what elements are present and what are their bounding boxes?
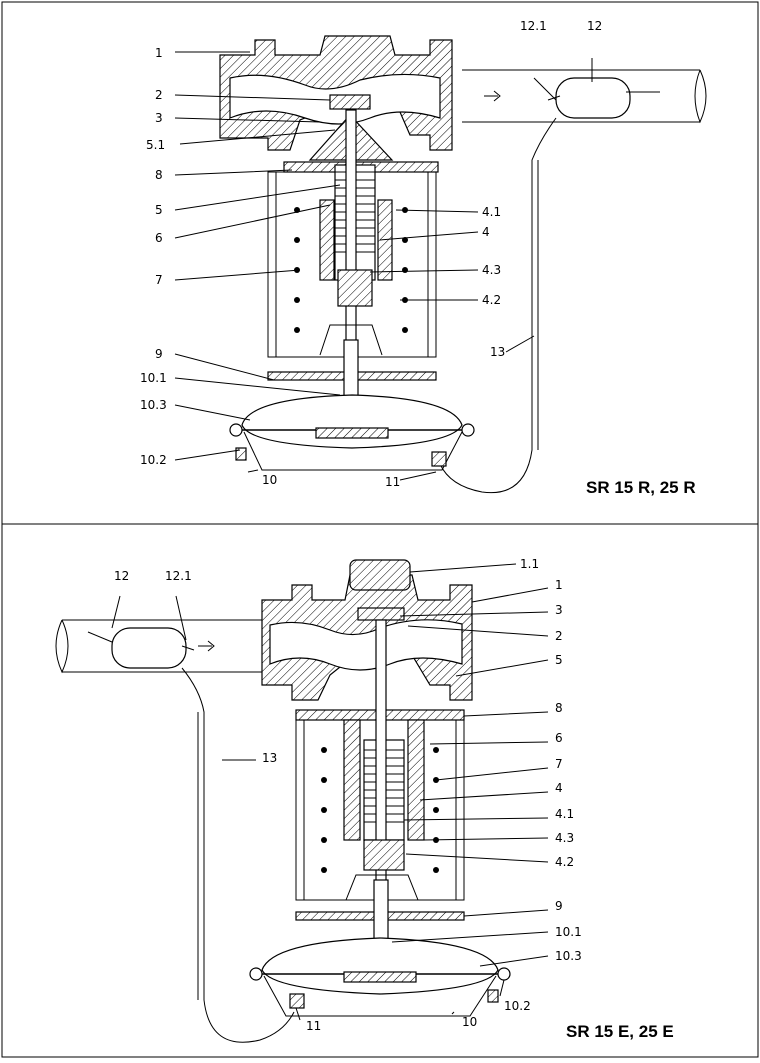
label-r-18: 13 xyxy=(490,345,505,359)
label-r-9: 10.1 xyxy=(140,371,167,385)
title-r: SR 15 R, 25 R xyxy=(586,478,696,497)
bonnet-cap-e xyxy=(349,559,411,591)
label-r-15: 4 xyxy=(482,225,490,239)
label-r-3: 5.1 xyxy=(146,138,165,152)
leader-lines-e xyxy=(111,563,549,1021)
sensor-fittings-e xyxy=(87,631,195,651)
coupling-e xyxy=(363,839,405,871)
flow-arrow-r xyxy=(484,90,501,102)
label-r-14: 4.1 xyxy=(482,205,501,219)
pipe-end-e xyxy=(55,619,69,674)
vent-10-2-e xyxy=(487,989,499,1003)
valve-passage-e xyxy=(269,619,463,671)
clamp-right-e xyxy=(497,967,511,981)
label-r-7: 7 xyxy=(155,273,163,287)
label-e-10: 4.3 xyxy=(555,831,574,845)
title-e: SR 15 E, 25 E xyxy=(566,1022,674,1041)
label-e-20: 13 xyxy=(262,751,277,765)
label-e-15: 10.2 xyxy=(504,999,531,1013)
valve-drawing-r: 1 2 3 5.1 8 5 6 7 9 10.1 10.3 10.2 10 11… xyxy=(140,19,707,497)
housing-tierods-e xyxy=(303,720,457,900)
leader-lines-r xyxy=(174,51,593,481)
label-e-4: 5 xyxy=(555,653,563,667)
label-r-20: 12 xyxy=(587,19,602,33)
label-r-10: 10.3 xyxy=(140,398,167,412)
pipe-r xyxy=(462,69,700,123)
label-e-14: 10.3 xyxy=(555,949,582,963)
clamp-right-r xyxy=(461,423,475,437)
sensor-12-r xyxy=(555,77,631,119)
spring-plate-e xyxy=(345,874,419,901)
flow-arrow-e xyxy=(198,640,215,652)
actuator-lower-case-e xyxy=(263,975,497,1017)
label-e-7: 7 xyxy=(555,757,563,771)
label-e-17: 11 xyxy=(306,1019,321,1033)
spring-plate-r xyxy=(319,324,383,356)
label-e-8: 4 xyxy=(555,781,563,795)
diaphragm-plate-r xyxy=(315,427,389,439)
label-e-6: 6 xyxy=(555,731,563,745)
label-e-16: 10 xyxy=(462,1015,477,1029)
impulse-line-13-r xyxy=(439,117,557,494)
clamp-left-e xyxy=(249,967,263,981)
label-e-13: 10.1 xyxy=(555,925,582,939)
housing-tierods-r xyxy=(275,172,429,357)
label-e-11: 4.2 xyxy=(555,855,574,869)
label-e-3: 2 xyxy=(555,629,563,643)
pipe-end-r xyxy=(694,69,707,124)
connector-11-r xyxy=(431,451,447,467)
label-r-16: 4.3 xyxy=(482,263,501,277)
label-e-5: 8 xyxy=(555,701,563,715)
valve-plug-r xyxy=(329,94,371,110)
label-r-2: 3 xyxy=(155,111,163,125)
label-r-0: 1 xyxy=(155,46,163,60)
label-r-4: 8 xyxy=(155,168,163,182)
label-e-1: 1 xyxy=(555,578,563,592)
label-r-19: 12.1 xyxy=(520,19,547,33)
impulse-line-13-e xyxy=(181,667,295,1043)
valve-drawing-e: 1.1 1 3 2 5 8 6 7 4 4.1 4.3 4.2 9 10.1 1… xyxy=(55,557,674,1043)
label-r-11: 10.2 xyxy=(140,453,167,467)
label-r-8: 9 xyxy=(155,347,163,361)
diaphragm-plate-e xyxy=(343,971,417,983)
diaphragm-e xyxy=(261,937,499,995)
diaphragm-r xyxy=(241,394,463,449)
label-r-13: 11 xyxy=(385,475,400,489)
label-r-1: 2 xyxy=(155,88,163,102)
label-r-6: 6 xyxy=(155,231,163,245)
label-r-17: 4.2 xyxy=(482,293,501,307)
label-e-12: 9 xyxy=(555,899,563,913)
vent-10-2-r xyxy=(235,447,247,461)
guide-right-e xyxy=(407,719,425,841)
sensor-12-e xyxy=(111,627,187,669)
connector-11-e xyxy=(289,993,305,1009)
clamp-left-r xyxy=(229,423,243,437)
pipe-e xyxy=(62,619,262,673)
guide-left-e xyxy=(343,719,361,841)
label-e-9: 4.1 xyxy=(555,807,574,821)
coupling-r xyxy=(337,269,373,307)
stem-r xyxy=(345,109,357,351)
label-e-19: 12.1 xyxy=(165,569,192,583)
label-e-2: 3 xyxy=(555,603,563,617)
guide-left-r xyxy=(319,199,335,281)
label-e-18: 12 xyxy=(114,569,129,583)
label-r-12: 10 xyxy=(262,473,277,487)
label-e-0: 1.1 xyxy=(520,557,539,571)
valve-plug-e xyxy=(357,607,405,621)
actuator-lower-case-r xyxy=(243,431,463,471)
label-r-5: 5 xyxy=(155,203,163,217)
